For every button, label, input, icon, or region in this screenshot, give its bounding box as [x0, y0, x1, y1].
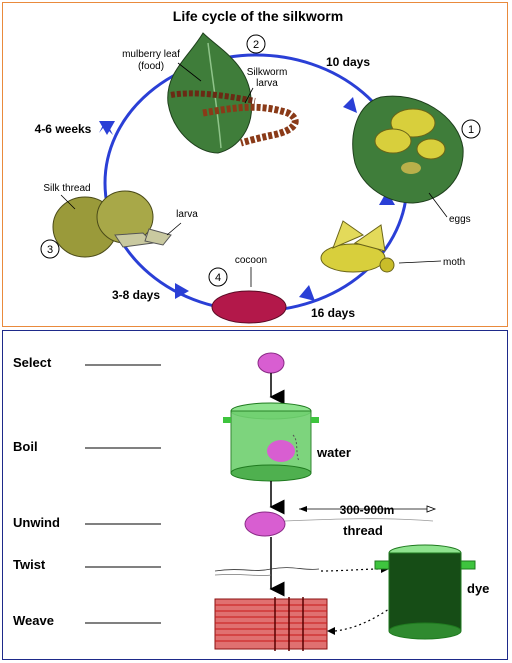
- step-boil: Boil: [13, 439, 38, 454]
- twisted-thread: [214, 567, 320, 572]
- label-mulberry-leaf: mulberry leaf: [122, 49, 180, 60]
- flow-to-dye: [320, 568, 382, 572]
- stage-4-number: 4: [215, 272, 221, 284]
- label-eggs: eggs: [449, 214, 471, 225]
- stage-1-marker: [461, 119, 481, 139]
- flow-from-dye-arrow: [327, 627, 335, 635]
- cycle-arrow-top-right: [343, 97, 357, 113]
- life-cycle-panel: Life cycle of the silkworm mulberry leaf…: [2, 2, 508, 327]
- label-three-eight-days: 3-8 days: [112, 288, 160, 302]
- cycle-arrow-bottom-right: [299, 285, 315, 301]
- stage-3-marker: [40, 239, 60, 259]
- label-silk-thread: Silk thread: [43, 183, 90, 194]
- label-cocoon: cocoon: [235, 255, 267, 266]
- measure-arrow-right: [426, 505, 437, 513]
- pointer-silk-thread: [60, 194, 76, 210]
- diagram-title: Life cycle of the silkworm: [173, 8, 343, 24]
- larva-silk-illustration: [52, 190, 172, 258]
- stage-1-number: 1: [468, 124, 474, 136]
- moth-illustration: [320, 220, 395, 273]
- unwinding-cocoon: [244, 511, 286, 537]
- step-unwind: Unwind: [13, 515, 60, 530]
- measure-arrow-left: [299, 506, 307, 512]
- cycle-arrow-bottom: [175, 283, 189, 299]
- step-weave: Weave: [13, 613, 54, 628]
- egg-leaf-illustration: [352, 95, 464, 204]
- label-length: 300-900m: [340, 503, 395, 517]
- boiling-pot-illustration: [223, 402, 319, 482]
- label-larva: larva: [176, 209, 198, 220]
- cocoon-illustration: [211, 290, 287, 324]
- pointer-moth: [398, 260, 442, 264]
- mulberry-leaf-illustration: [167, 32, 299, 154]
- label-silkworm: Silkworm: [247, 67, 288, 78]
- label-moth: moth: [443, 257, 465, 268]
- pointer-eggs: [428, 192, 448, 218]
- silk-filament: [284, 518, 434, 522]
- selected-cocoon: [257, 352, 285, 374]
- stage-2-number: 2: [253, 39, 259, 51]
- silk-process-panel: Select Boil Unwind Twist Weave water: [2, 330, 508, 660]
- label-thread: thread: [343, 523, 383, 538]
- pointer-larva: [244, 87, 254, 104]
- label-dye: dye: [467, 581, 489, 596]
- flow-from-dye: [334, 608, 390, 632]
- stage-2-marker: [246, 34, 266, 54]
- stage-4-marker: [208, 267, 228, 287]
- life-cycle-diagram: Life cycle of the silkworm mulberry leaf…: [35, 8, 481, 324]
- step-twist: Twist: [13, 557, 46, 572]
- label-water: water: [316, 445, 351, 460]
- cycle-path: [103, 53, 409, 313]
- pointer-mulberry: [177, 62, 202, 82]
- woven-fabric-illustration: [214, 597, 328, 651]
- label-four-six-weeks: 4-6 weeks: [35, 122, 92, 136]
- step-select: Select: [13, 355, 52, 370]
- cycle-arrow-left: [99, 121, 115, 135]
- twisted-thread-2: [214, 574, 272, 576]
- dye-pot-illustration: [374, 544, 476, 640]
- silk-process-diagram: Select Boil Unwind Twist Weave water: [13, 352, 489, 651]
- stage-3-number: 3: [47, 244, 53, 256]
- label-sixteen-days: 16 days: [311, 306, 355, 320]
- label-silkworm-larva: larva: [256, 78, 278, 89]
- label-food: (food): [138, 61, 164, 72]
- label-ten-days: 10 days: [326, 55, 370, 69]
- pointer-larva-stage3: [166, 222, 182, 236]
